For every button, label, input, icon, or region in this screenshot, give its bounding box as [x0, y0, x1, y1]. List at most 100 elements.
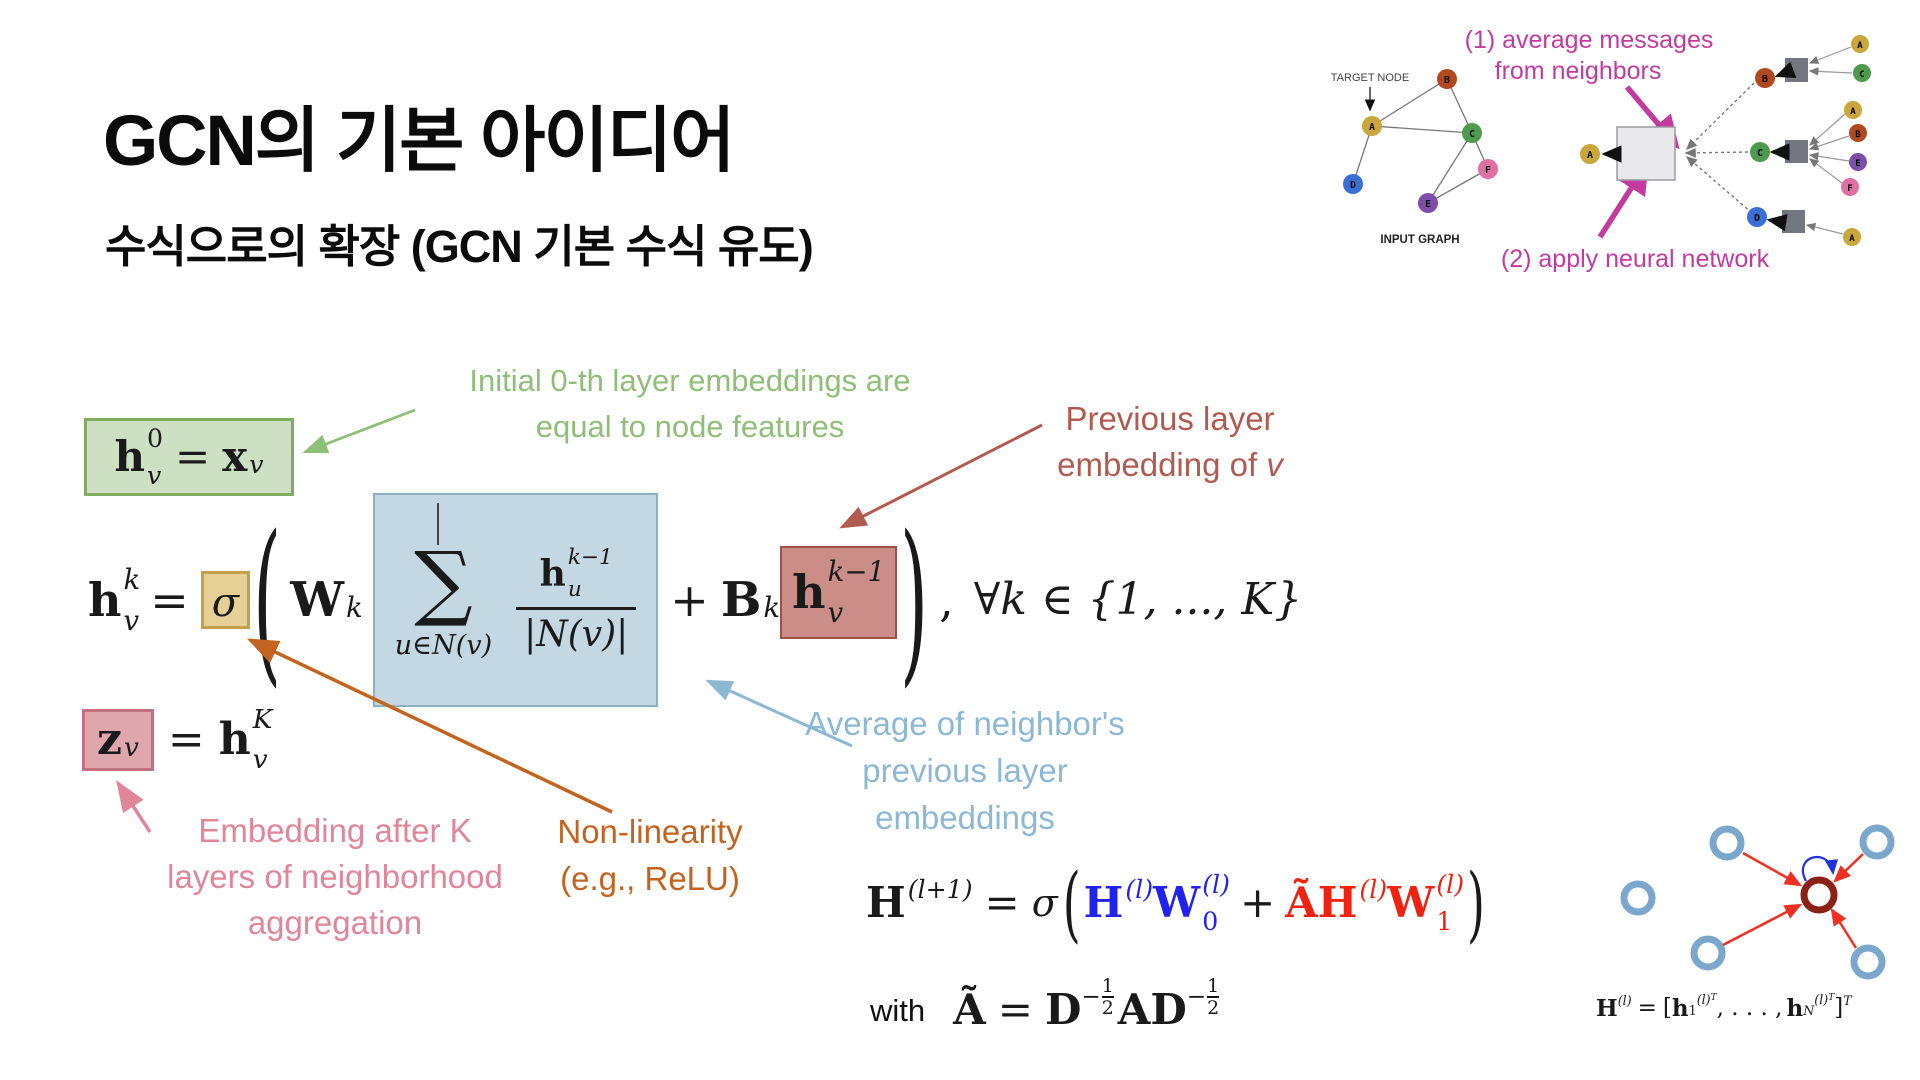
svg-text:E: E	[1425, 199, 1431, 210]
sigma-symbol: σ	[1031, 881, 1058, 925]
neighbor-rings	[1620, 824, 1895, 980]
feeder-line	[1808, 67, 1853, 76]
with-word: with	[870, 992, 926, 1028]
note-line: Non-linearity	[557, 813, 743, 850]
math-sub: N	[1803, 1002, 1815, 1018]
fraction-denominator: |N(v)|	[516, 607, 637, 653]
nn-arrow-d	[1766, 214, 1788, 232]
input-graph: TARGET NODE AB CD EF INPUT GRAPH	[1331, 69, 1498, 246]
math-sub: v	[249, 449, 264, 479]
math-sub: v	[147, 461, 162, 491]
neighbor-node-b-label: B	[1762, 74, 1768, 85]
math-sup: T	[1843, 992, 1852, 1008]
svg-text:F: F	[1485, 165, 1491, 176]
math-sub: u	[567, 577, 582, 603]
feeder-line	[1808, 152, 1850, 162]
summation: ∑ u∈N(v)	[394, 534, 493, 661]
note-var: v	[1266, 446, 1283, 483]
graph-node-f	[1478, 159, 1498, 179]
sum-symbol: ∑	[414, 534, 473, 630]
math-sub: v	[123, 603, 140, 637]
incoming-message-arrows	[1722, 851, 1864, 949]
math-sup: K	[252, 704, 273, 735]
svg-text:A: A	[1369, 122, 1375, 133]
feeder-label: C	[1859, 70, 1864, 80]
note-text: embedding of	[1057, 446, 1258, 483]
note-line: aggregation	[247, 904, 423, 941]
note-line: Previous layer	[1065, 400, 1275, 437]
target-node-label: TARGET NODE	[1331, 72, 1409, 84]
feeder-labels: AB EF	[1847, 107, 1861, 194]
plus-sign: +	[670, 573, 709, 627]
neighbor-node-c	[1750, 142, 1770, 162]
math-sub: v	[124, 731, 139, 763]
D-matrix: D	[1044, 985, 1082, 1034]
graph-node-b	[1437, 69, 1457, 89]
svg-text:B: B	[1444, 75, 1450, 86]
sigma-symbol: σ	[211, 580, 240, 626]
graph-node-c	[1462, 123, 1482, 143]
math-symbol: h	[88, 573, 122, 627]
math-sup: (l)	[1696, 992, 1711, 1008]
feeder-node-a	[1843, 228, 1861, 246]
neighborhood-diagram	[1620, 824, 1895, 980]
left-bracket: [	[1662, 994, 1672, 1021]
text-cursor	[436, 503, 439, 545]
graph-node-e	[1418, 193, 1438, 213]
equals-sign: =	[984, 878, 1020, 927]
neighbor-node-d-label: D	[1754, 213, 1760, 224]
neighbor-ring	[1850, 944, 1886, 980]
math-sup: (l)	[1814, 992, 1829, 1008]
sum-under: u∈N(v)	[394, 629, 493, 661]
frac-den: 2	[1101, 995, 1114, 1019]
frac-num: 1	[1101, 974, 1114, 997]
neighbor-ring	[1859, 824, 1895, 860]
A-tilde: Ã	[953, 985, 986, 1034]
math-sup: k−1	[827, 554, 886, 588]
neighbor-term-H: H (l)	[1318, 876, 1387, 930]
note-average-neighbors: Average of neighbor's previous layer emb…	[775, 700, 1155, 841]
message-arrows	[1684, 82, 1755, 214]
left-paren: (	[253, 497, 282, 703]
feeder-line	[1809, 113, 1846, 146]
neighbor-node-d	[1747, 207, 1767, 227]
equals-sign: =	[175, 432, 211, 481]
feeder-line	[1805, 222, 1844, 235]
neighbor-ring	[1709, 825, 1745, 861]
note-nonlinearity: Non-linearity (e.g., ReLU)	[535, 808, 765, 902]
matrix-form-formula: H (l+1) = σ ( H (l) W (l)0 + Ã H (l) W (…	[866, 860, 1488, 946]
right-paren: )	[900, 497, 929, 703]
note-line: Embedding after K	[198, 812, 472, 849]
math-symbol: h	[792, 565, 826, 619]
svg-text:A: A	[1850, 107, 1856, 117]
left-paren: (	[1062, 854, 1081, 952]
output-node-a	[1580, 144, 1600, 164]
note1-line1: (1) average messages	[1465, 26, 1714, 54]
math-sub: 0	[1202, 907, 1219, 937]
math-sub: k	[346, 591, 363, 625]
math-symbol: h	[1786, 994, 1804, 1022]
math-sup: (l)	[1436, 869, 1465, 899]
math-supsup: T	[1828, 992, 1835, 1003]
graph-node-a	[1362, 116, 1382, 136]
right-bracket: ]	[1834, 994, 1844, 1021]
forall-clause: ∀k ∈ {1, ..., K}	[973, 574, 1303, 625]
equals-sign: =	[997, 985, 1033, 1034]
output-node-a-label: A	[1587, 150, 1593, 161]
equals-sign: =	[167, 714, 205, 765]
feeder-line	[1808, 46, 1852, 64]
nn-arrow-b	[1774, 61, 1797, 79]
math-sup: 0	[147, 423, 164, 453]
note-line: Initial 0-th layer embeddings are	[469, 363, 911, 398]
math-sub: 1	[1688, 1002, 1697, 1018]
feeder-label: A	[1857, 41, 1863, 51]
frac-den: 2	[1207, 995, 1220, 1019]
neighbor-node-b	[1755, 68, 1775, 88]
math-sup: (l)	[1617, 992, 1632, 1008]
